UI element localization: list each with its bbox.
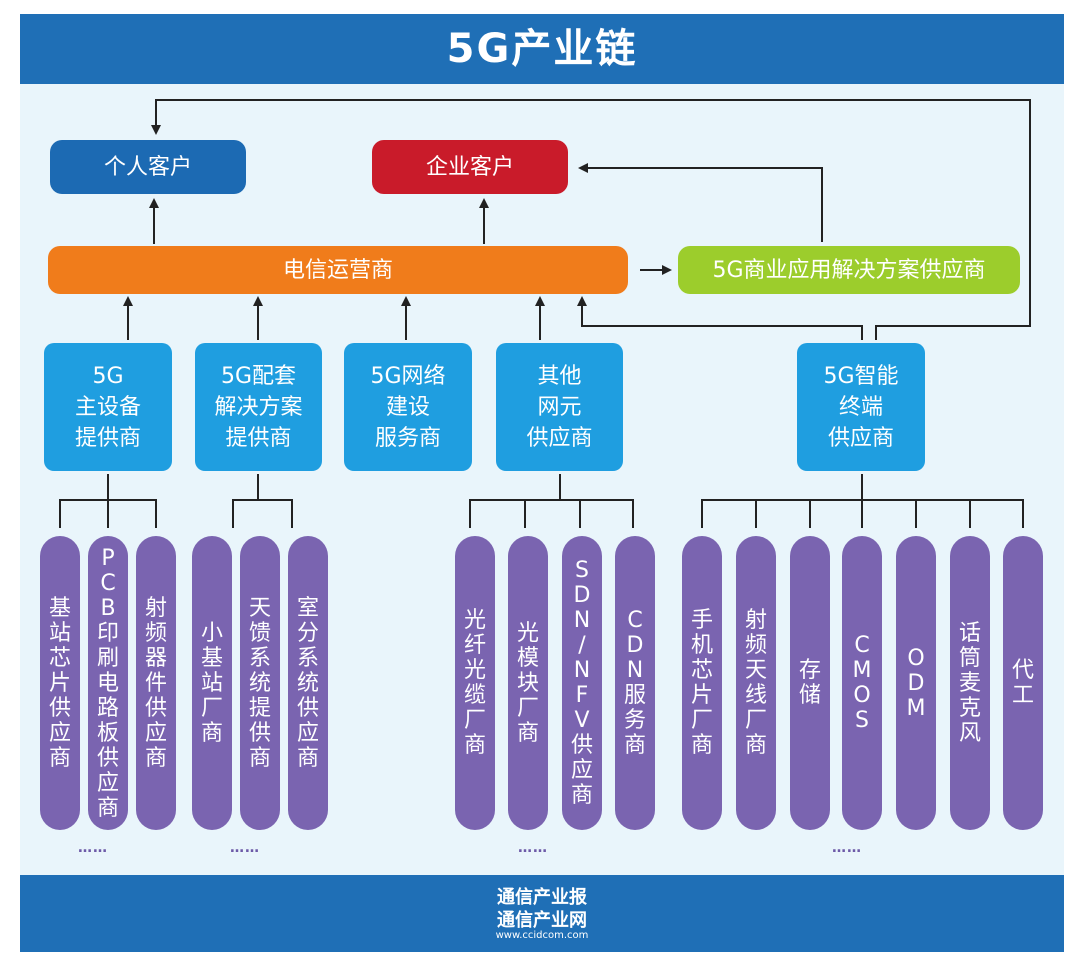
provider-line: 终端: [838, 394, 883, 420]
telecom-operator-box: 电信运营商: [48, 246, 628, 294]
provider-line: 提供商: [225, 425, 292, 451]
provider-line: 主设备: [74, 394, 141, 420]
tree-support-bar: [232, 499, 293, 528]
arrow-solution-to-enterprise: [578, 163, 823, 242]
provider-other-network-elements: 其他 网元 供应商: [496, 343, 623, 471]
provider-line: 5G网络: [370, 363, 446, 389]
arrow-terminal-to-personal: [151, 99, 1031, 340]
provider-line: 解决方案: [214, 394, 303, 420]
provider-network-construction: 5G网络 建设 服务商: [344, 343, 472, 471]
supplier-bar: 话筒麦克风: [950, 536, 990, 830]
footer-bar: 通信产业报 通信产业网 www.ccidcom.com: [20, 875, 1064, 952]
provider-line: 5G配套: [220, 363, 297, 389]
supplier-bar: 射频天线厂商: [736, 536, 776, 830]
provider-line: 供应商: [827, 425, 894, 451]
ellipsis-terminal: ……: [832, 840, 862, 856]
provider-line: 其他: [537, 363, 582, 389]
ellipsis-main: ……: [78, 840, 108, 856]
footer-url: www.ccidcom.com: [495, 930, 589, 941]
provider-line: 建设: [385, 394, 430, 420]
supplier-bar: 存储: [790, 536, 830, 830]
provider-line: 服务商: [374, 425, 441, 451]
solution-provider-box: 5G商业应用解决方案供应商: [678, 246, 1020, 294]
header-bar: 5G产业链: [20, 14, 1064, 84]
ellipsis-other: ……: [518, 840, 548, 856]
footer-website-name: 通信产业网: [497, 910, 587, 931]
provider-line: 5G智能: [823, 363, 899, 389]
supplier-bar: 基站芯片供应商: [40, 536, 80, 830]
enterprise-customer-box: 企业客户: [372, 140, 568, 194]
supplier-bar: 小基站厂商: [192, 536, 232, 830]
provider-line: 提供商: [74, 425, 141, 451]
footer-publication: 通信产业报: [497, 887, 587, 908]
supplier-bar: 射频器件供应商: [136, 536, 176, 830]
provider-support-solution: 5G配套 解决方案 提供商: [195, 343, 322, 471]
supplier-bar: 代工: [1003, 536, 1043, 830]
provider-main-equipment: 5G 主设备 提供商: [44, 343, 172, 471]
provider-smart-terminal: 5G智能 终端 供应商: [797, 343, 925, 471]
supplier-bar: 手机芯片厂商: [682, 536, 722, 830]
ellipsis-support: ……: [230, 840, 260, 856]
supplier-bar: 光模块厂商: [508, 536, 548, 830]
provider-line: 5G: [92, 363, 124, 389]
tree-other-bar: [469, 499, 634, 528]
supplier-bar: 光纤光缆厂商: [455, 536, 495, 830]
page-title: 5G产业链: [446, 26, 638, 72]
supplier-bar: 室分系统供应商: [288, 536, 328, 830]
arrow-terminal-to-operator: [577, 296, 863, 340]
supplier-bar: 天馈系统提供商: [240, 536, 280, 830]
provider-line: 网元: [537, 394, 582, 420]
personal-customer-box: 个人客户: [50, 140, 246, 194]
provider-line: 供应商: [526, 425, 593, 451]
